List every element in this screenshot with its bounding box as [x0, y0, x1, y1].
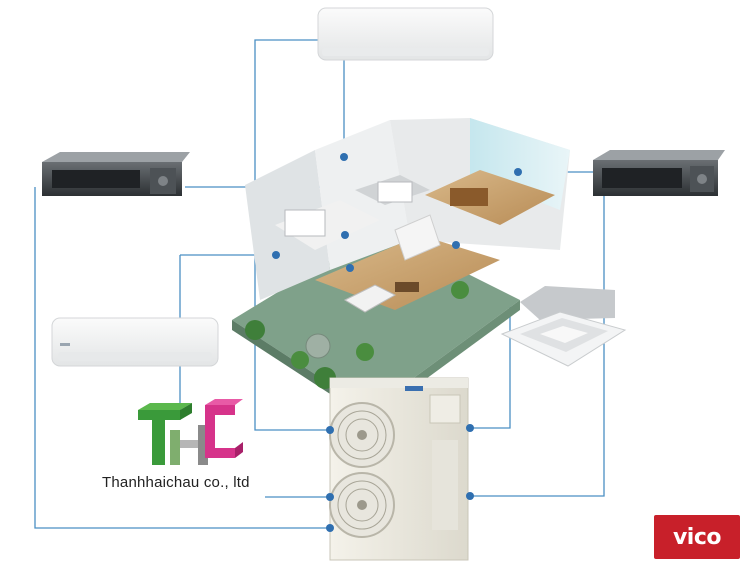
house-cutaway-illustration: [232, 118, 570, 420]
wall-mounted-indoor-unit-left: [51, 317, 219, 367]
company-name: Thanhhaichau co., ltd: [102, 474, 250, 491]
vico-badge: vico: [654, 515, 740, 559]
ceiling-cassette-unit: [500, 286, 627, 367]
wall-mounted-indoor-unit-top: [317, 7, 494, 61]
company-logo: [138, 399, 243, 465]
outdoor-vrf-unit: [326, 377, 474, 561]
ducted-indoor-unit-right: [593, 150, 725, 196]
vico-badge-text: vico: [672, 524, 722, 550]
ducted-indoor-unit-left: [42, 152, 190, 196]
